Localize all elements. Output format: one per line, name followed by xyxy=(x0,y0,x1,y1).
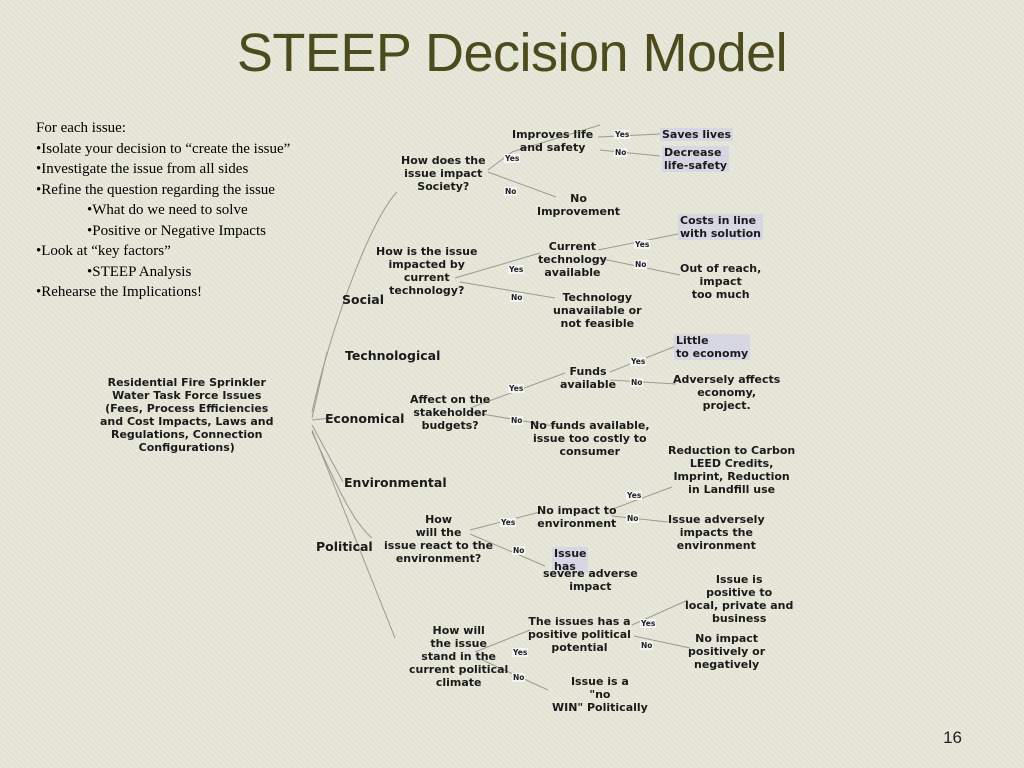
instruction-line: •Investigate the issue from all sides xyxy=(36,161,249,177)
no-branch-label: No xyxy=(512,673,526,682)
connector-line xyxy=(487,171,557,198)
connector-curve xyxy=(311,431,373,539)
no-branch-label: No xyxy=(640,641,654,650)
page-number: 16 xyxy=(943,728,962,747)
category-technological-label: Technological xyxy=(345,348,441,363)
no-branch-label: Yes xyxy=(626,491,643,500)
no-branch-label: Yes xyxy=(504,154,521,163)
connector-line xyxy=(311,416,341,421)
no-branch-label: Yes xyxy=(634,240,651,249)
category-political-label: Political xyxy=(316,539,373,554)
connector-curve xyxy=(311,191,398,413)
no-branch-label: No xyxy=(510,293,524,302)
connector-line xyxy=(599,149,661,157)
no-branch-label: No xyxy=(512,546,526,555)
instruction-line: •STEEP Analysis xyxy=(87,263,192,280)
instruction-line: •Positive or Negative Impacts xyxy=(87,222,266,239)
instruction-line: •Rehearse the Implications! xyxy=(36,284,203,300)
category-environmental-label: Environmental xyxy=(344,475,447,490)
connector-line xyxy=(311,424,344,483)
connector-line xyxy=(311,429,396,639)
connector-line xyxy=(454,252,541,279)
category-economical-label: Economical xyxy=(325,411,405,426)
no-branch-label: No xyxy=(634,260,648,269)
instruction-line: •Refine the question regarding the issue xyxy=(36,181,275,198)
no-branch-label: Yes xyxy=(630,357,647,366)
connector-line xyxy=(633,635,691,649)
instruction-line: •Look at “key factors” xyxy=(36,243,171,259)
instruction-line: For each issue: xyxy=(36,120,126,136)
slide-title: STEEP Decision Model xyxy=(236,23,788,83)
no-branch-label: Yes xyxy=(614,130,631,139)
instruction-line: •Isolate your decision to “create the is… xyxy=(36,140,291,157)
instructions-text: For each issue: •Isolate your decision t… xyxy=(36,118,336,303)
no-branch-label: Yes xyxy=(508,265,525,274)
no-branch-label: Yes xyxy=(512,648,529,657)
no-branch-label: No xyxy=(626,514,640,523)
connector-line xyxy=(311,351,328,419)
no-branch-label: Yes xyxy=(508,384,525,393)
saves-lives-label: Saves lives xyxy=(660,128,734,141)
instruction-line: •What do we need to solve xyxy=(87,202,248,218)
connector-line xyxy=(511,124,601,153)
no-branch-label: No xyxy=(630,378,644,387)
connector-line xyxy=(474,629,531,653)
no-branch-label: No xyxy=(510,416,524,425)
no-branch-label: Yes xyxy=(500,518,517,527)
connector-line xyxy=(611,515,669,523)
category-social-label: Social xyxy=(342,292,385,307)
connector-line xyxy=(459,281,556,299)
no-branch-label: No xyxy=(614,148,628,157)
no-branch-label: Yes xyxy=(640,619,657,628)
no-branch-label: No xyxy=(504,187,518,196)
connector-line xyxy=(469,533,546,567)
